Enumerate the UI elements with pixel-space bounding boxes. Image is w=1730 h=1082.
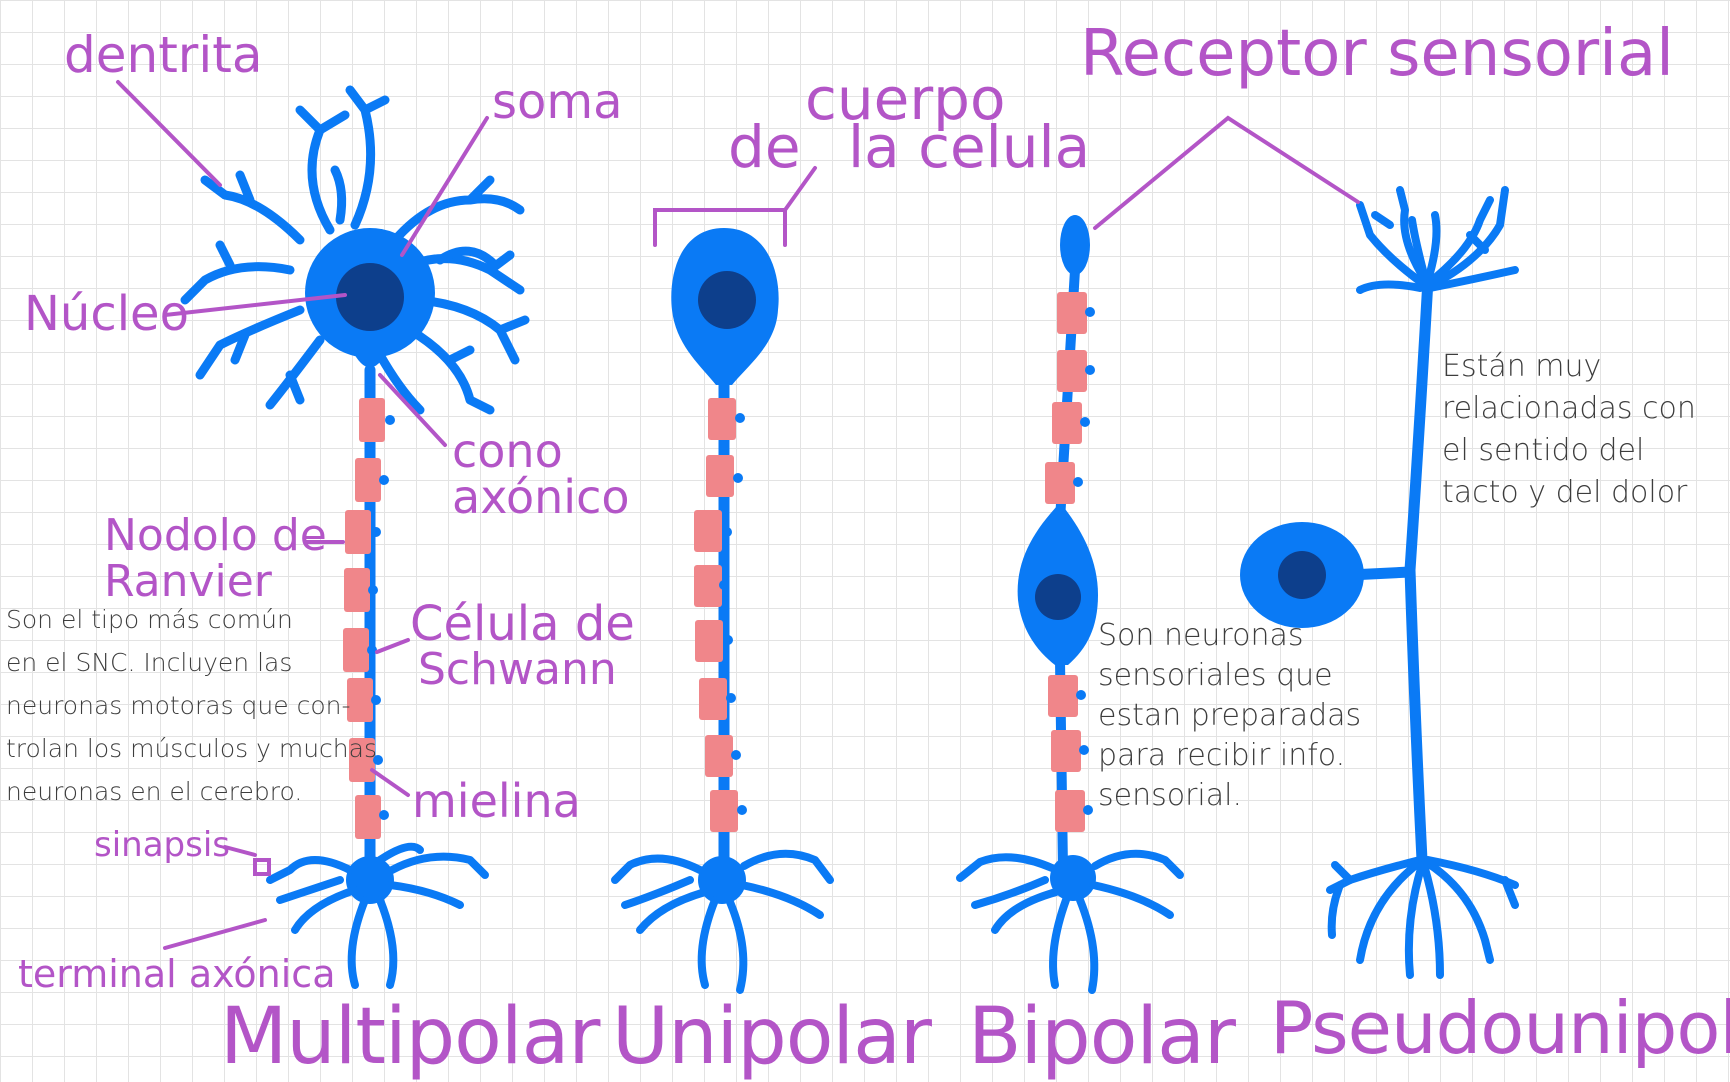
dentrita-leader <box>116 80 222 187</box>
note-line: Son el tipo más común <box>6 605 293 634</box>
unipolar-myelin <box>694 398 738 832</box>
bipolar-dendrite-schwann-nuclei <box>1073 307 1095 487</box>
title-multipolar: Multipolar <box>220 992 600 1082</box>
note-line: relacionadas con <box>1442 391 1696 426</box>
label-terminal-axonica: terminal axónica <box>18 952 336 996</box>
note-line: neuronas en el cerebro. <box>6 777 303 806</box>
cuerpo-bracket <box>653 208 787 247</box>
note-bipolar: Son neuronas sensoriales que estan prepa… <box>1098 616 1361 816</box>
terminal-leader <box>163 918 267 950</box>
multipolar-terminal-body <box>346 856 394 904</box>
label-nodolo-line1: Nodolo de <box>104 510 327 561</box>
note-line: para recibir info. <box>1098 738 1346 773</box>
label-cono-line1: cono <box>452 424 563 478</box>
note-line: trolan los músculos y muchas <box>6 734 377 763</box>
multipolar-nucleus <box>336 263 404 331</box>
pseudounipolar-central-axon <box>1404 564 1428 866</box>
note-line: neuronas motoras que con- <box>6 691 351 720</box>
label-celula-line2: Schwann <box>418 644 617 695</box>
unipolar-terminal-body <box>698 856 746 904</box>
bipolar-dendrite-myelin <box>1045 292 1087 504</box>
label-cuerpo-line2-de: de <box>728 113 801 181</box>
multipolar-axon-hillock <box>352 350 388 368</box>
soma-leader <box>400 116 489 257</box>
note-line: estan preparadas <box>1098 698 1362 733</box>
cono-leader <box>378 373 447 447</box>
cuerpo-leader <box>783 166 817 212</box>
note-line: en el SNC. Incluyen las <box>6 648 293 677</box>
bipolar-terminals <box>956 849 1184 994</box>
bipolar-nucleus <box>1035 574 1081 620</box>
label-sinapsis: sinapsis <box>94 825 230 865</box>
label-receptor-sensorial: Receptor sensorial <box>1080 17 1674 91</box>
title-pseudounipolar: Pseudounipolar <box>1270 986 1730 1070</box>
unipolar-terminals <box>611 849 834 994</box>
celula-leader <box>375 638 410 654</box>
title-bipolar: Bipolar <box>968 992 1236 1082</box>
unipolar-nucleus <box>698 271 756 329</box>
sinapsis-marker <box>253 858 271 876</box>
note-line: Son neuronas <box>1098 618 1304 653</box>
sinapsis-leader <box>223 845 257 857</box>
label-dentrita: dentrita <box>64 26 263 84</box>
bipolar-axon-schwann-nuclei <box>1076 690 1093 815</box>
pseudounipolar-nucleus <box>1278 551 1326 599</box>
multipolar-neuron <box>180 85 530 989</box>
nucleo-leader <box>163 293 347 317</box>
label-cuerpo-line1: cuerpo <box>805 65 1006 133</box>
receptor-bracket <box>1093 115 1360 230</box>
multipolar-schwann-nuclei <box>367 415 395 820</box>
note-line: sensorial. <box>1098 778 1243 813</box>
bipolar-terminal-body <box>1050 855 1096 901</box>
bipolar-dendrite-knob <box>1060 215 1090 275</box>
note-line: Están muy <box>1442 349 1602 384</box>
bipolar-neuron <box>956 215 1184 994</box>
multipolar-terminals <box>266 842 489 989</box>
note-pseudounipolar: Están muy relacionadas con el sentido de… <box>1442 346 1696 514</box>
multipolar-myelin <box>343 398 385 839</box>
label-celula-line1: Célula de <box>410 596 635 652</box>
pseudounipolar-neuron <box>1240 186 1519 979</box>
note-line: el sentido del <box>1442 433 1645 468</box>
bipolar-axon-myelin <box>1048 675 1085 832</box>
label-nucleo: Núcleo <box>24 286 189 342</box>
pseudounipolar-peripheral-axon <box>1404 274 1434 576</box>
note-line: tacto y del dolor <box>1442 475 1688 510</box>
title-unipolar: Unipolar <box>612 992 932 1082</box>
label-mielina: mielina <box>412 774 581 828</box>
pseudounipolar-terminals <box>1326 856 1519 979</box>
note-line: sensoriales que <box>1098 658 1333 693</box>
mielina-leader <box>370 768 410 797</box>
label-cuerpo-line2-celula: la celula <box>848 113 1091 181</box>
pseudounipolar-receptor-branches <box>1356 186 1519 294</box>
unipolar-neuron <box>611 228 834 994</box>
label-cono-line2: axónico <box>452 470 630 524</box>
unipolar-schwann-nuclei <box>719 413 747 815</box>
label-soma: soma <box>492 74 623 130</box>
label-nodolo-line2: Ranvier <box>104 556 272 607</box>
note-multipolar: Son el tipo más común en el SNC. Incluye… <box>6 598 377 813</box>
